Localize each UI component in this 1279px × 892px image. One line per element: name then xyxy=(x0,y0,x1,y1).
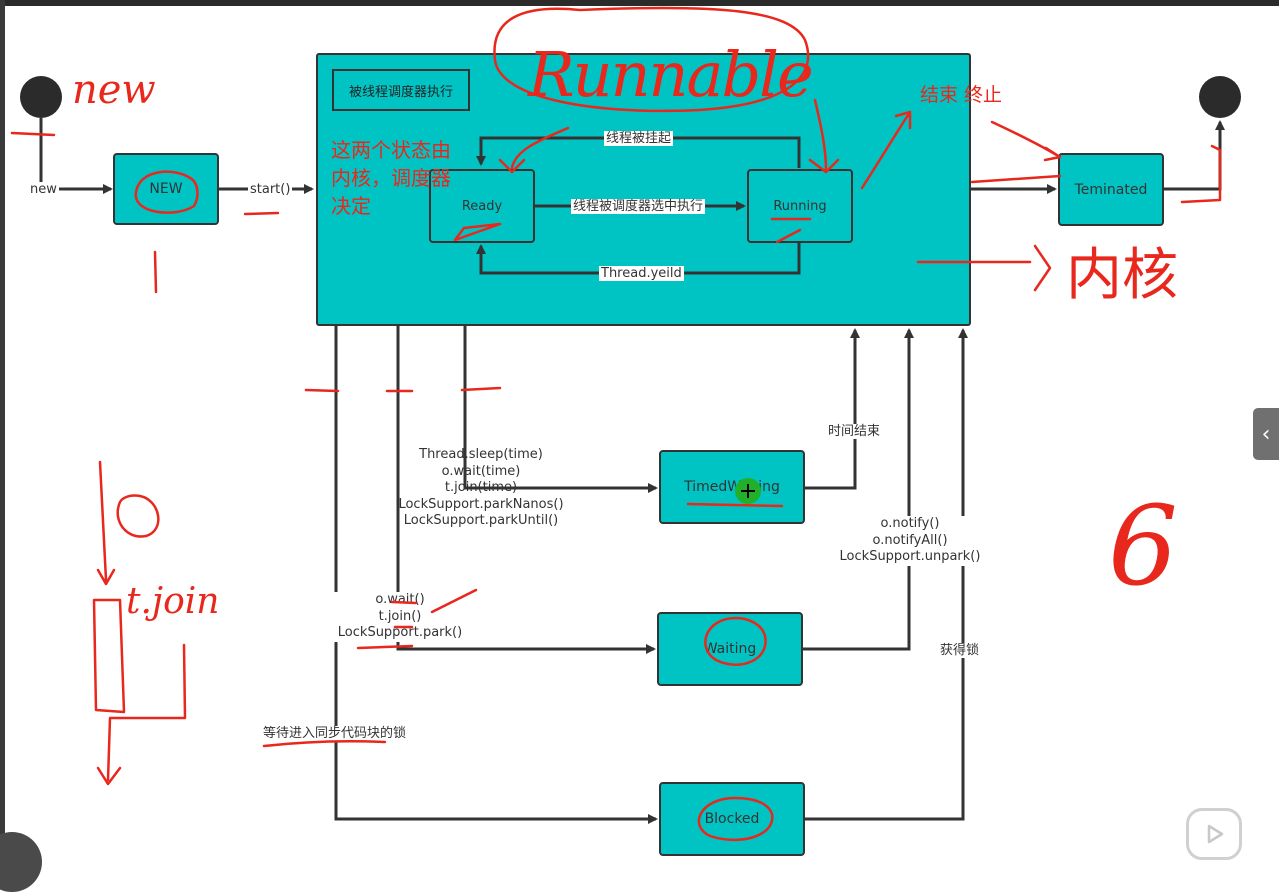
ink-circle-blocked xyxy=(697,796,774,842)
notify-calls-list: o.notify() o.notifyAll() LockSupport.unp… xyxy=(832,516,988,566)
edge-label-yield: Thread.yeild xyxy=(599,266,684,281)
ink-circle-waiting xyxy=(704,616,767,666)
edge-to-blocked xyxy=(334,326,658,824)
ink-mark xyxy=(10,131,56,137)
container-title-box: 被线程调度器执行 xyxy=(332,69,470,111)
edge-label-selected: 线程被调度器选中执行 xyxy=(571,199,706,214)
timed-calls-list: Thread.sleep(time) o.wait(time) t.join(t… xyxy=(388,447,574,530)
edge-waiting-back xyxy=(803,328,914,651)
chevron-left-icon: ‹ xyxy=(1261,421,1271,447)
edge-label-acquire-lock: 获得锁 xyxy=(938,643,982,658)
timed-call: LockSupport.parkUntil() xyxy=(403,513,559,528)
ink-arrow xyxy=(916,244,1052,292)
container-title: 被线程调度器执行 xyxy=(348,84,453,100)
final-state-dot xyxy=(1199,76,1241,118)
ink-mark xyxy=(453,222,502,242)
ink-circle xyxy=(116,494,160,538)
notify-call: o.notifyAll() xyxy=(872,532,948,548)
edge-label-start: start() xyxy=(248,182,293,197)
ink-line xyxy=(98,460,108,582)
edge-to-waiting xyxy=(396,326,656,654)
state-running: Running xyxy=(747,169,853,243)
top-bar xyxy=(0,0,1279,6)
notify-call: o.notify() xyxy=(880,516,940,531)
side-collapse-tab[interactable]: ‹ xyxy=(1253,408,1279,460)
state-terminated: Teminated xyxy=(1058,153,1164,226)
ink-mark xyxy=(430,588,478,614)
ink-arrow xyxy=(808,98,840,174)
state-waiting: Waiting xyxy=(657,612,803,686)
play-icon xyxy=(1207,824,1224,844)
ink-line xyxy=(970,174,1062,184)
ink-arrow xyxy=(860,110,912,190)
state-terminated-label: Teminated xyxy=(1074,181,1148,198)
wait-call: t.join() xyxy=(378,608,422,624)
ink-arrow xyxy=(498,126,570,174)
timed-call: o.wait(time) xyxy=(441,463,521,479)
timed-call: Thread.sleep(time) xyxy=(419,447,543,462)
ink-mark xyxy=(356,644,414,650)
ink-loop xyxy=(493,6,810,113)
ink-mark xyxy=(262,739,387,748)
left-edge xyxy=(0,0,5,882)
state-blocked-label: Blocked xyxy=(704,811,760,827)
ink-mark xyxy=(775,228,802,244)
ink-mark xyxy=(686,502,784,508)
timed-call: LockSupport.parkNanos() xyxy=(398,496,564,512)
ink-mark xyxy=(304,388,340,393)
state-blocked: Blocked xyxy=(659,782,805,856)
notify-call: LockSupport.unpark() xyxy=(839,549,981,564)
wait-call: LockSupport.park() xyxy=(337,625,463,640)
edge-label-wait-sync-lock: 等待进入同步代码块的锁 xyxy=(261,726,409,741)
ink-mark xyxy=(390,600,418,605)
ink-mark xyxy=(153,250,158,294)
state-running-label: Running xyxy=(773,198,827,214)
edge-label-suspended: 线程被挂起 xyxy=(604,131,674,146)
handwriting-tjoin: t.join xyxy=(126,581,220,622)
handwriting-six: 6 xyxy=(1108,482,1178,610)
ink-arrow xyxy=(96,568,116,586)
edge-label-new: new xyxy=(28,182,59,197)
state-ready-label: Ready xyxy=(461,198,503,214)
timed-call: t.join(time) xyxy=(444,480,518,495)
state-waiting-label: Waiting xyxy=(703,641,757,657)
handwriting-kernel: 内核 xyxy=(1066,243,1178,308)
ink-circle-new xyxy=(134,170,199,214)
ink-mark xyxy=(460,386,502,392)
ink-line xyxy=(1180,144,1222,204)
initial-state-dot xyxy=(20,76,62,118)
ink-mark xyxy=(243,211,280,216)
annotation-state-decided: 这两个状态由内核，调度器决定 xyxy=(331,138,451,218)
ink-arrow xyxy=(990,120,1062,162)
edge-to-timed xyxy=(463,326,658,493)
handwriting-runnable: Runnable xyxy=(528,38,814,111)
handwriting-new: new xyxy=(72,67,156,113)
crosshair-icon xyxy=(741,484,755,498)
edge-timed-back xyxy=(805,328,860,490)
ink-arrow xyxy=(96,643,187,786)
edge-blocked-back xyxy=(805,328,968,821)
annotation-end: 结束 终止 xyxy=(920,84,1003,106)
state-new-label: NEW xyxy=(149,181,183,197)
play-button[interactable] xyxy=(1186,808,1242,860)
edge-label-time-end: 时间结束 xyxy=(826,424,883,439)
ink-rect xyxy=(92,598,126,714)
state-timed-waiting: TimedWaiting xyxy=(659,450,805,524)
